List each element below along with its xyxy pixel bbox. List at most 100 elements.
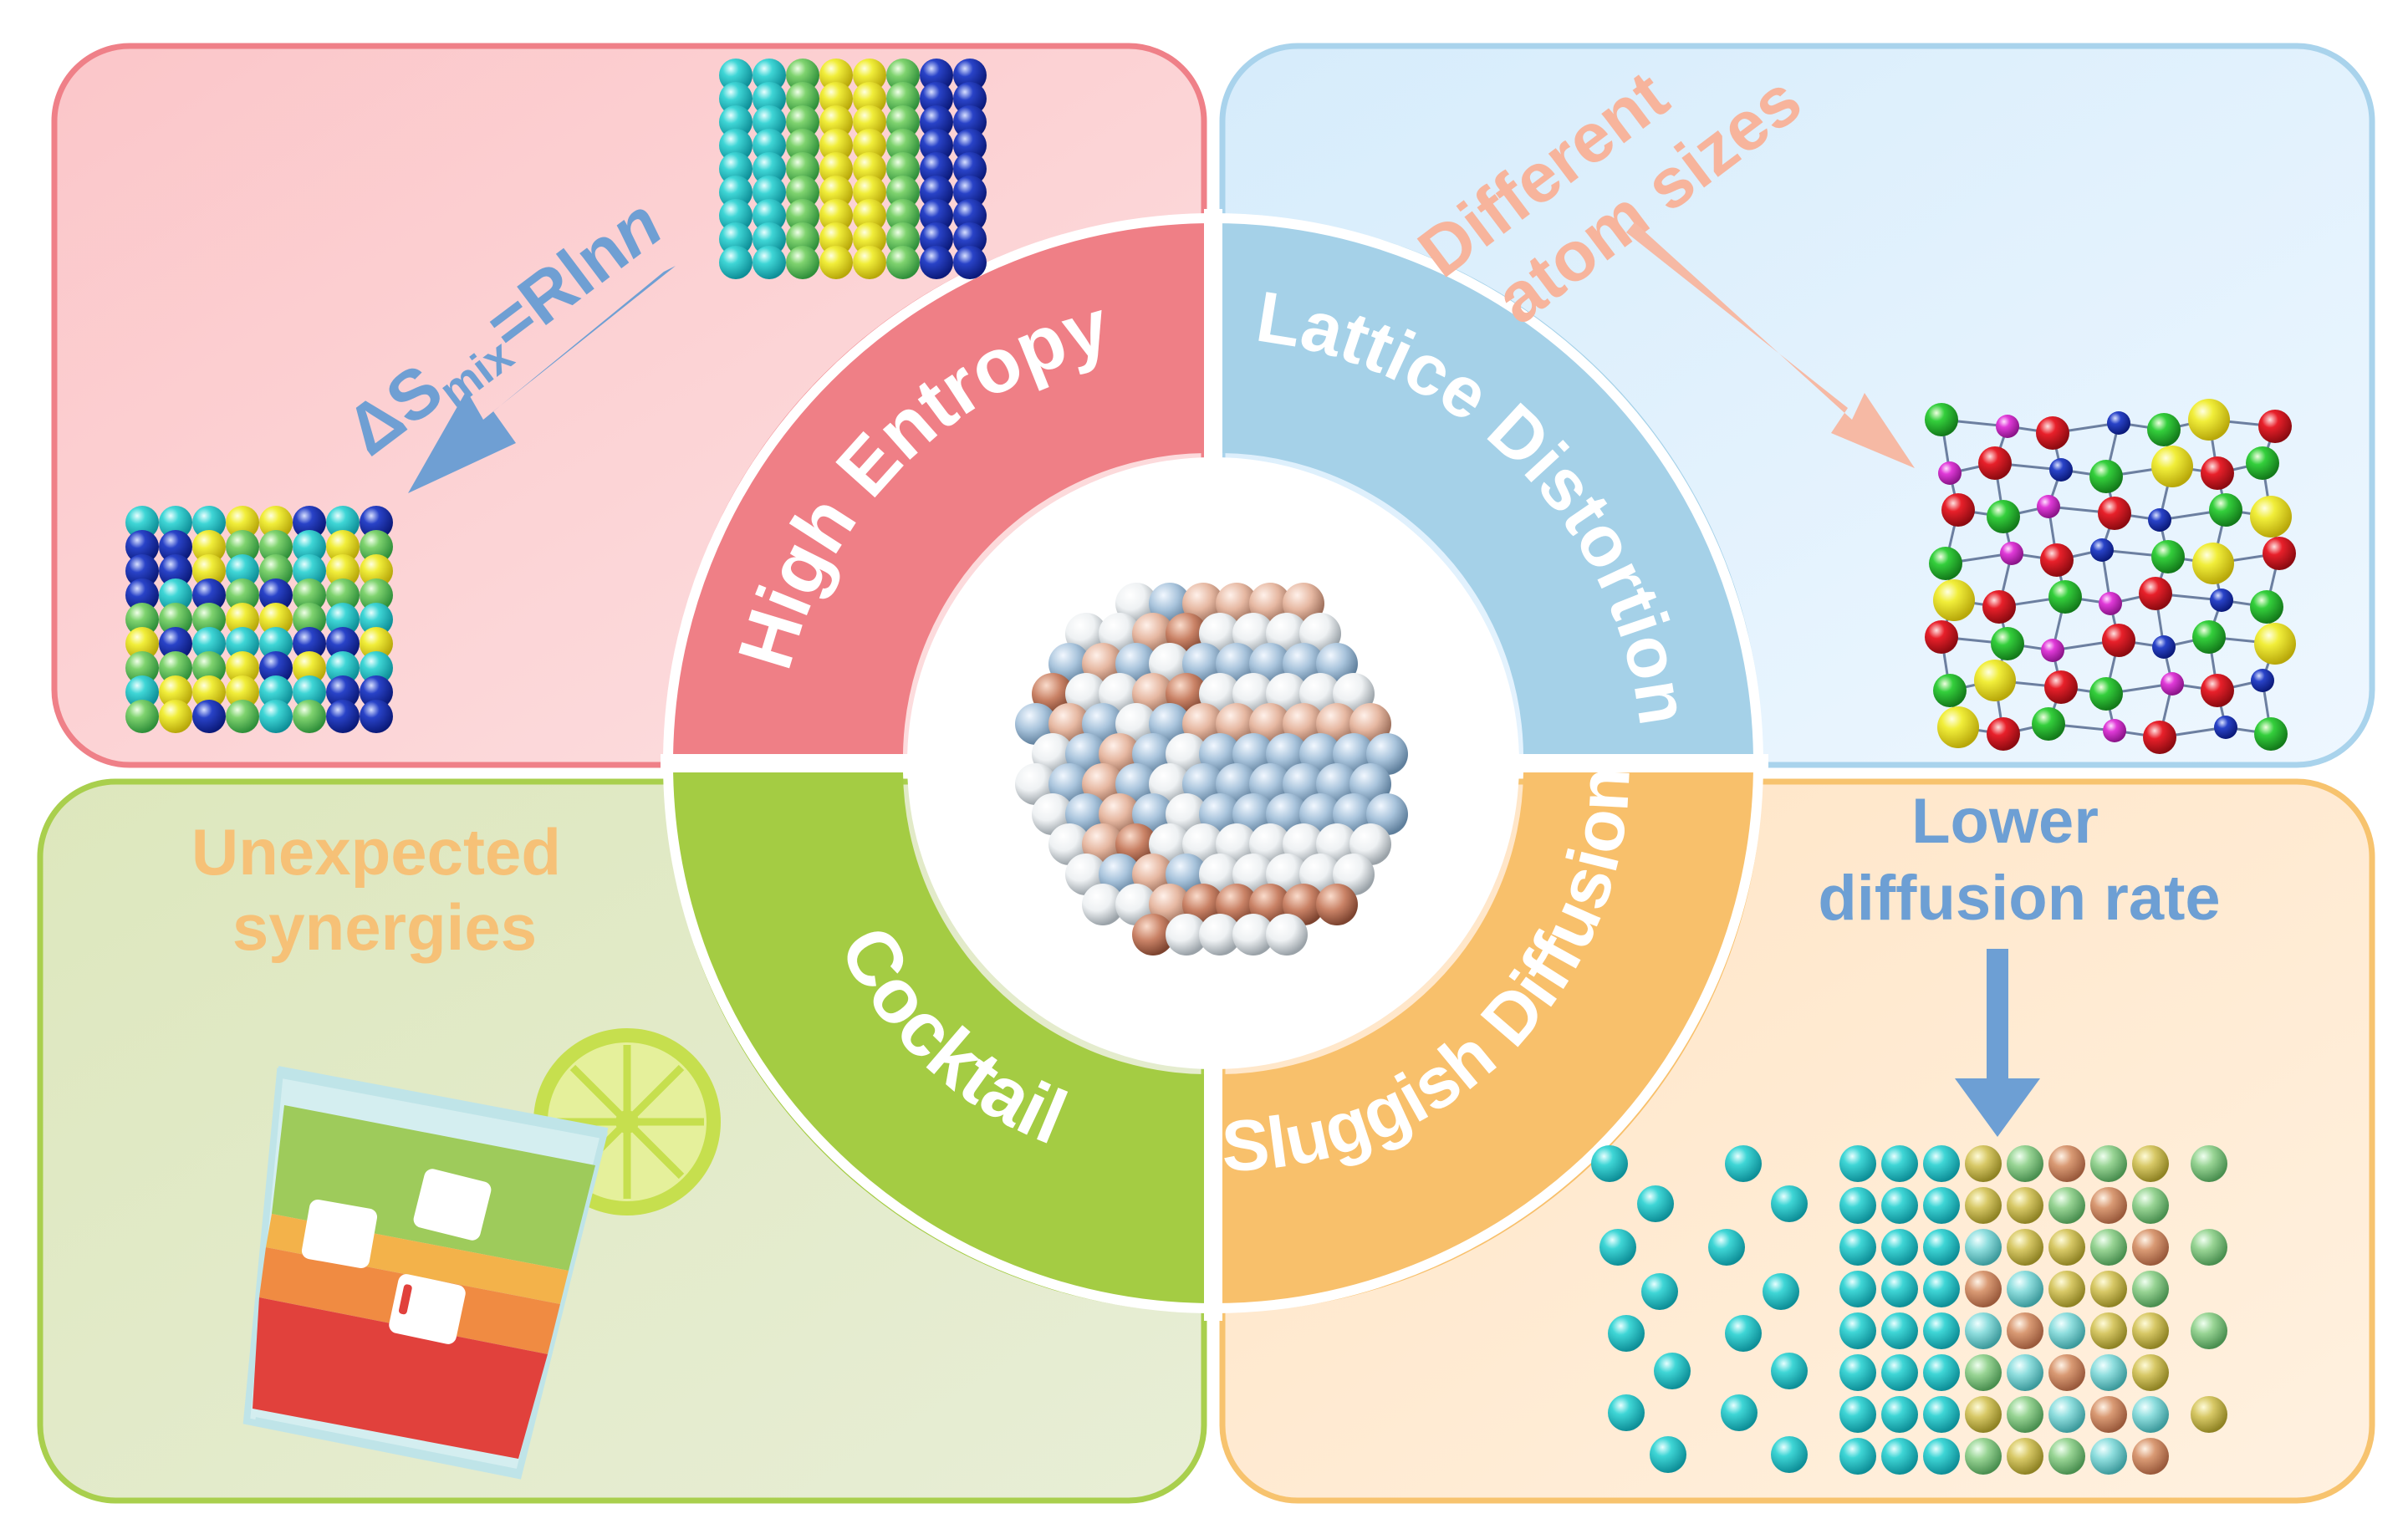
atom [786,222,819,256]
atom [326,627,360,660]
atom [1965,1145,2002,1182]
atom [125,506,159,539]
atom [1082,884,1124,925]
atom [1929,547,1962,580]
diffusion-caption-line1: Lower [1911,786,2099,857]
atom [2250,496,2292,538]
atom [1925,403,1958,436]
atom [2201,456,2234,490]
atom [226,700,259,733]
atom [719,246,752,279]
atom [1881,1396,1918,1433]
atom [786,82,819,115]
atom [1965,1187,2002,1224]
atom [259,530,293,563]
atom [326,603,360,636]
atom [819,129,853,162]
atom [259,506,293,539]
atom [159,651,192,685]
atom [2007,1229,2043,1266]
atom [786,176,819,209]
atom [159,700,192,733]
atom [125,700,159,733]
atom [2048,580,2082,614]
atom [293,603,326,636]
atom [125,554,159,588]
atom [1132,914,1174,956]
diffusing-atoms-icon [1591,1145,2227,1475]
atom [125,603,159,636]
atom [226,603,259,636]
atom [2048,1396,2085,1433]
atom [1938,461,1962,485]
atom [920,176,953,209]
atom [159,578,192,612]
atom [1591,1145,1628,1182]
atom [1965,1354,2002,1391]
atom [259,651,293,685]
atom [1996,415,2019,438]
atom [786,246,819,279]
atom [2049,458,2073,482]
atom [2090,1229,2127,1266]
atom [2132,1187,2169,1224]
atom [1839,1438,1876,1475]
atom [1771,1185,1808,1222]
atom [2132,1145,2169,1182]
atom [719,59,752,92]
atom [886,176,920,209]
atom [2007,1354,2043,1391]
atom [1650,1436,1686,1473]
atom [293,700,326,733]
atom [326,506,360,539]
atom [953,82,987,115]
atom [1933,579,1975,621]
atom [192,530,226,563]
atom [360,651,393,685]
atom [1771,1353,1808,1389]
atom [886,59,920,92]
atom [2090,1438,2127,1475]
atom [2048,1187,2085,1224]
ring-sector-cocktail [665,772,1204,1312]
atom [886,246,920,279]
atom [2254,717,2288,751]
atom [192,578,226,612]
atom [259,627,293,660]
distorted-lattice-icon [1925,399,2296,754]
atom [192,651,226,685]
atom [2007,1271,2043,1307]
atom [819,152,853,186]
atom [2041,639,2064,662]
atom [159,675,192,709]
atom [2090,1396,2127,1433]
atom [125,627,159,660]
atom [2132,1438,2169,1475]
atom [293,675,326,709]
atom [920,129,953,162]
atom [2000,542,2023,565]
atom [2089,460,2123,493]
atom [226,627,259,660]
atom [293,530,326,563]
atom [853,199,886,232]
atom [853,105,886,139]
atom [2090,1354,2127,1391]
atom [719,105,752,139]
atom [2048,1229,2085,1266]
atom [2048,1312,2085,1349]
atom [326,554,360,588]
atom [192,675,226,709]
atom [786,59,819,92]
atom [1839,1354,1876,1391]
atom [125,651,159,685]
atom [1266,914,1308,956]
atom [192,506,226,539]
atom [1881,1145,1918,1182]
atom [1937,706,1979,748]
atom [360,675,393,709]
diffusion-arrow-icon [1955,949,2040,1137]
atom [886,222,920,256]
atom [1925,620,1958,654]
